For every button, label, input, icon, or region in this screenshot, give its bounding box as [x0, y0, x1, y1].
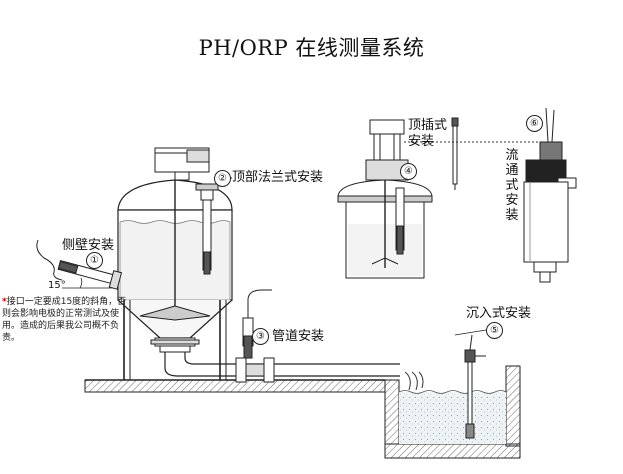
- label-pipeline: 管道安装: [272, 329, 325, 344]
- label-submerged: 沉入式安装: [466, 306, 532, 321]
- warning-note: *接口一定要成15度的斜角，否则会影响电极的正常测试及使用。造成的后果我公司概不…: [2, 296, 130, 344]
- marker-6: ⑥: [526, 115, 543, 132]
- label-top-flange: 顶部法兰式安装: [232, 170, 324, 185]
- label-through-top-line1: 顶插式: [408, 118, 448, 133]
- label-flow: 流通式安装: [505, 148, 519, 223]
- marker-1: ①: [86, 252, 103, 269]
- note-text: 接口一定要成15度的斜角，否则会影响电极的正常测试及使用。造成的后果我公司概不负…: [2, 297, 127, 343]
- loose-electrode: [451, 117, 459, 190]
- page-title: PH/ORP 在线测量系统: [198, 36, 425, 60]
- note-star: *: [2, 297, 7, 307]
- label-through-top-line2: 安装: [408, 134, 435, 149]
- ground-slab: [84, 379, 386, 393]
- marker-5: ⑤: [486, 322, 503, 339]
- pipeline: [164, 289, 400, 383]
- top-flange-electrode: [195, 183, 219, 275]
- flow-cell: [523, 107, 577, 283]
- side-wall-electrode: [36, 239, 123, 290]
- marker-3: ③: [252, 328, 269, 345]
- submerged-electrode: [464, 334, 486, 439]
- water-pit: [384, 365, 521, 459]
- label-side-wall: 侧壁安装: [62, 238, 115, 253]
- marker-2: ②: [214, 170, 231, 187]
- through-top-vessel: [337, 119, 433, 279]
- marker-4: ④: [400, 163, 417, 180]
- angle-label: 15°: [48, 280, 66, 291]
